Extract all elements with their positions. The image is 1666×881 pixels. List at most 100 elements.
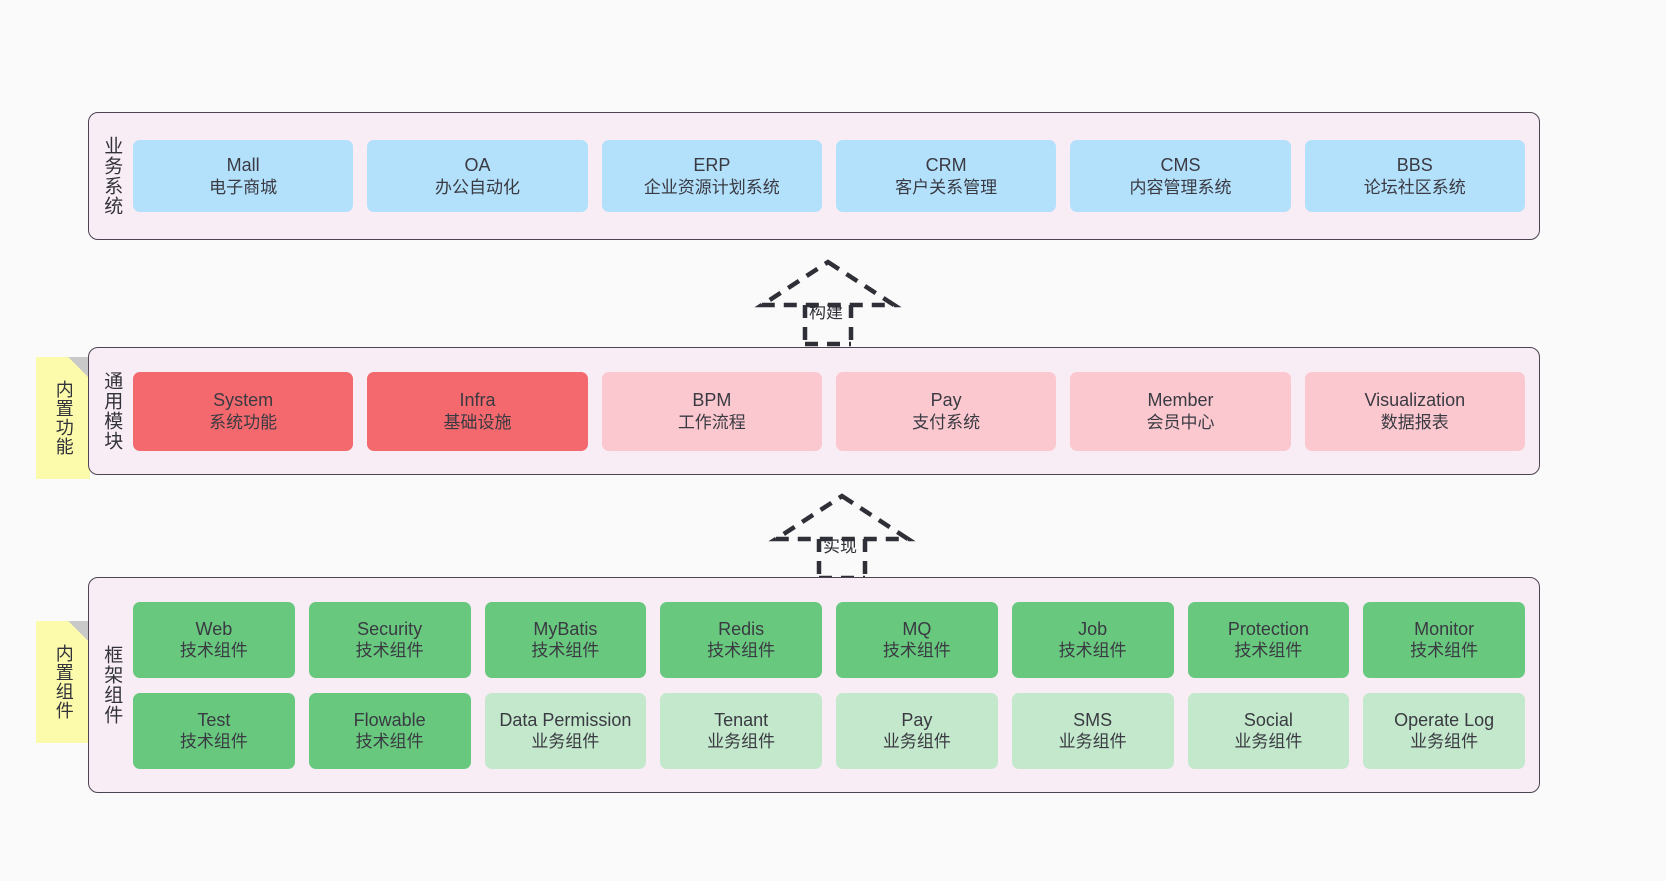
- card-member[interactable]: Member 会员中心: [1070, 371, 1291, 451]
- card-crm[interactable]: CRM 客户关系管理: [835, 140, 1057, 212]
- layer-body-business-system: Mall 电子商城 OA 办公自动化 ERP 企业资源计划系统 CRM 客户关系…: [133, 113, 1539, 239]
- card-erp[interactable]: ERP 企业资源计划系统: [601, 140, 822, 212]
- card-mybatis[interactable]: MyBatis 技术组件: [484, 601, 647, 678]
- card-visualization[interactable]: Visualization 数据报表: [1304, 371, 1525, 451]
- card-title-en: ERP: [693, 155, 731, 176]
- card-title-en: Data Permission: [499, 709, 632, 730]
- card-pay-module[interactable]: Pay 支付系统: [835, 371, 1057, 451]
- layer-title-framework-component: 框架组件: [101, 645, 123, 725]
- note-builtin-functions: 内置功能: [36, 357, 90, 479]
- arrow-label-implement: 实现: [823, 537, 857, 556]
- card-title-cn: 业务组件: [1234, 732, 1303, 752]
- card-security[interactable]: Security 技术组件: [308, 601, 471, 678]
- card-title-en: Member: [1147, 390, 1214, 411]
- card-title-en: Social: [1243, 709, 1293, 730]
- card-title-en: BPM: [692, 390, 732, 411]
- card-title-cn: 论坛社区系统: [1363, 177, 1466, 197]
- card-title-cn: 企业资源计划系统: [643, 177, 780, 197]
- card-title-cn: 技术组件: [179, 732, 248, 752]
- card-row: Mall 电子商城 OA 办公自动化 ERP 企业资源计划系统 CRM 客户关系…: [133, 140, 1525, 212]
- card-title-en: Operate Log: [1394, 709, 1495, 730]
- card-title-en: Tenant: [714, 709, 769, 730]
- arrow-implement: 实现: [768, 492, 916, 581]
- card-title-cn: 技术组件: [1410, 641, 1479, 661]
- card-title-cn: 技术组件: [531, 641, 600, 661]
- card-data-permission[interactable]: Data Permission 业务组件: [484, 692, 647, 769]
- card-title-en: SMS: [1073, 709, 1113, 730]
- card-tenant[interactable]: Tenant 业务组件: [660, 692, 822, 769]
- card-system[interactable]: System 系统功能: [133, 371, 354, 451]
- card-title-cn: 工作流程: [677, 412, 746, 432]
- card-title-cn: 基础设施: [443, 412, 512, 432]
- card-title-cn: 业务组件: [1058, 732, 1127, 752]
- card-row: System 系统功能 Infra 基础设施 BPM 工作流程 Pay 支付系统…: [133, 371, 1525, 451]
- note-label-builtin-functions: 内置功能: [53, 380, 74, 456]
- card-web[interactable]: Web 技术组件: [133, 601, 295, 678]
- card-monitor[interactable]: Monitor 技术组件: [1363, 601, 1525, 678]
- card-title-cn: 业务组件: [531, 732, 600, 752]
- card-title-cn: 技术组件: [355, 641, 424, 661]
- card-bpm[interactable]: BPM 工作流程: [601, 371, 822, 451]
- arrowhead-triangle: [768, 493, 916, 542]
- card-title-en: Visualization: [1364, 390, 1466, 411]
- folded-corner-icon: [68, 621, 90, 643]
- card-infra[interactable]: Infra 基础设施: [367, 371, 588, 451]
- card-title-en: Mall: [226, 155, 260, 176]
- card-operate-log[interactable]: Operate Log 业务组件: [1363, 692, 1525, 769]
- card-title-cn: 业务组件: [707, 732, 776, 752]
- card-oa[interactable]: OA 办公自动化: [367, 140, 588, 212]
- card-mall[interactable]: Mall 电子商城: [133, 140, 354, 212]
- card-bbs[interactable]: BBS 论坛社区系统: [1304, 140, 1525, 212]
- card-title-cn: 技术组件: [1058, 641, 1127, 661]
- card-title-cn: 内容管理系统: [1129, 177, 1232, 197]
- arrow-build: 构建: [754, 258, 902, 347]
- card-title-cn: 业务组件: [882, 732, 951, 752]
- card-row: Web 技术组件 Security 技术组件 MyBatis 技术组件 Redi…: [133, 601, 1525, 678]
- card-title-en: Infra: [459, 390, 496, 411]
- card-mq[interactable]: MQ 技术组件: [836, 601, 998, 678]
- card-title-cn: 业务组件: [1410, 732, 1479, 752]
- card-title-cn: 技术组件: [707, 641, 776, 661]
- card-title-cn: 数据报表: [1380, 412, 1449, 432]
- layer-common-module: 通用模块 System 系统功能 Infra 基础设施 BPM 工作流程 Pay: [88, 347, 1540, 475]
- card-title-en: Pay: [901, 709, 933, 730]
- card-title-cn: 电子商城: [209, 177, 278, 197]
- card-sms[interactable]: SMS 业务组件: [1011, 692, 1174, 769]
- layer-body-common-module: System 系统功能 Infra 基础设施 BPM 工作流程 Pay 支付系统…: [133, 348, 1539, 474]
- card-title-cn: 技术组件: [355, 732, 424, 752]
- card-title-en: MyBatis: [533, 618, 598, 639]
- arrow-label-build: 构建: [809, 303, 843, 322]
- card-redis[interactable]: Redis 技术组件: [660, 601, 822, 678]
- card-protection[interactable]: Protection 技术组件: [1187, 601, 1350, 678]
- card-test[interactable]: Test 技术组件: [133, 692, 295, 769]
- card-title-en: Redis: [718, 618, 765, 639]
- card-title-en: Pay: [930, 390, 962, 411]
- card-title-en: System: [213, 390, 274, 411]
- card-title-en: CRM: [925, 155, 967, 176]
- card-title-en: Flowable: [353, 709, 426, 730]
- card-title-en: Monitor: [1414, 618, 1475, 639]
- card-flowable[interactable]: Flowable 技术组件: [308, 692, 471, 769]
- card-title-en: Test: [197, 709, 231, 730]
- card-title-cn: 技术组件: [179, 641, 248, 661]
- card-cms[interactable]: CMS 内容管理系统: [1070, 140, 1291, 212]
- card-social[interactable]: Social 业务组件: [1187, 692, 1350, 769]
- layer-business-system: 业务系统 Mall 电子商城 OA 办公自动化 ERP 企业资源计划系统 CRM: [88, 112, 1540, 240]
- card-pay-component[interactable]: Pay 业务组件: [836, 692, 998, 769]
- card-title-en: Protection: [1227, 618, 1309, 639]
- card-title-en: OA: [464, 155, 491, 176]
- layer-framework-component: 框架组件 Web 技术组件 Security 技术组件 MyBatis 技术组件…: [88, 577, 1540, 793]
- card-title-en: Web: [195, 618, 233, 639]
- card-title-en: Security: [357, 618, 423, 639]
- arrow-shaft: [816, 539, 868, 581]
- card-job[interactable]: Job 技术组件: [1011, 601, 1174, 678]
- note-label-builtin-components: 内置组件: [53, 644, 74, 720]
- card-row: Test 技术组件 Flowable 技术组件 Data Permission …: [133, 692, 1525, 769]
- layer-title-common-module: 通用模块: [101, 371, 123, 451]
- note-builtin-components: 内置组件: [36, 621, 90, 743]
- arrowhead-triangle: [754, 259, 902, 308]
- card-title-en: Job: [1078, 618, 1108, 639]
- card-title-cn: 客户关系管理: [895, 177, 998, 197]
- card-title-cn: 技术组件: [882, 641, 951, 661]
